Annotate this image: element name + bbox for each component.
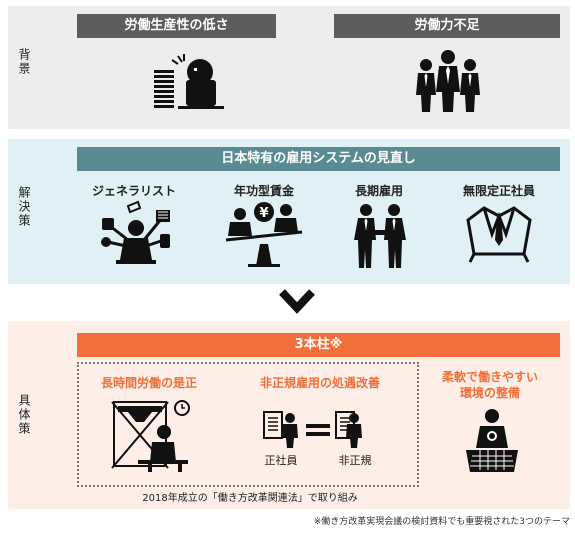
concrete-label: 具体策 bbox=[17, 394, 31, 436]
solution-item-long-term-employment: 長期雇用 bbox=[354, 184, 403, 198]
labor-reform-law-box bbox=[77, 362, 419, 487]
multitasking-worker-icon bbox=[101, 200, 170, 264]
no-long-hours-icon bbox=[111, 400, 190, 472]
background-header-low-productivity: 労働生産性の低さ bbox=[77, 14, 276, 38]
pillar-flexible-environment-line2: 環境の整備 bbox=[459, 386, 520, 400]
footnote: ※働き方改革実現会議の検討資料でも重要視された3つのテーマ bbox=[313, 517, 570, 527]
chevron-down-icon bbox=[279, 289, 315, 314]
suit-shirt-icon bbox=[466, 206, 532, 263]
seniority-wage-scale-icon: ¥ bbox=[225, 202, 303, 267]
overworked-office-worker-icon bbox=[154, 54, 224, 109]
background-header-labor-shortage: 労働力不足 bbox=[334, 14, 560, 38]
label-regular-employee: 正社員 bbox=[264, 454, 298, 467]
solution-item-unlimited-regular: 無限定正社員 bbox=[462, 184, 535, 198]
workforce-group-icon bbox=[416, 50, 480, 112]
solution-item-generalist: ジェネラリスト bbox=[91, 184, 176, 198]
pillar-flexible-environment-line1: 柔軟で働きやすい bbox=[441, 370, 538, 384]
reform-law-caption: 2018年成立の「働き方改革関連法」で取り組み bbox=[142, 493, 358, 504]
background-label: 背景 bbox=[17, 48, 31, 76]
remote-work-laptop-icon bbox=[466, 409, 518, 472]
three-pillars-header: 3本柱※ bbox=[77, 333, 560, 357]
pillar-nonregular-treatment: 非正規雇用の処遇改善 bbox=[259, 376, 380, 390]
label-nonregular-employee: 非正規 bbox=[338, 454, 372, 467]
pillar-long-hours: 長時間労働の是正 bbox=[100, 376, 197, 390]
long-term-employment-handshake-icon bbox=[354, 204, 406, 268]
solution-item-seniority-wage: 年功型賃金 bbox=[233, 184, 294, 198]
svg-text:¥: ¥ bbox=[259, 206, 268, 221]
solution-label: 解決策 bbox=[17, 186, 31, 228]
solution-header: 日本特有の雇用システムの見直し bbox=[77, 147, 560, 171]
equal-treatment-icon bbox=[263, 411, 362, 448]
